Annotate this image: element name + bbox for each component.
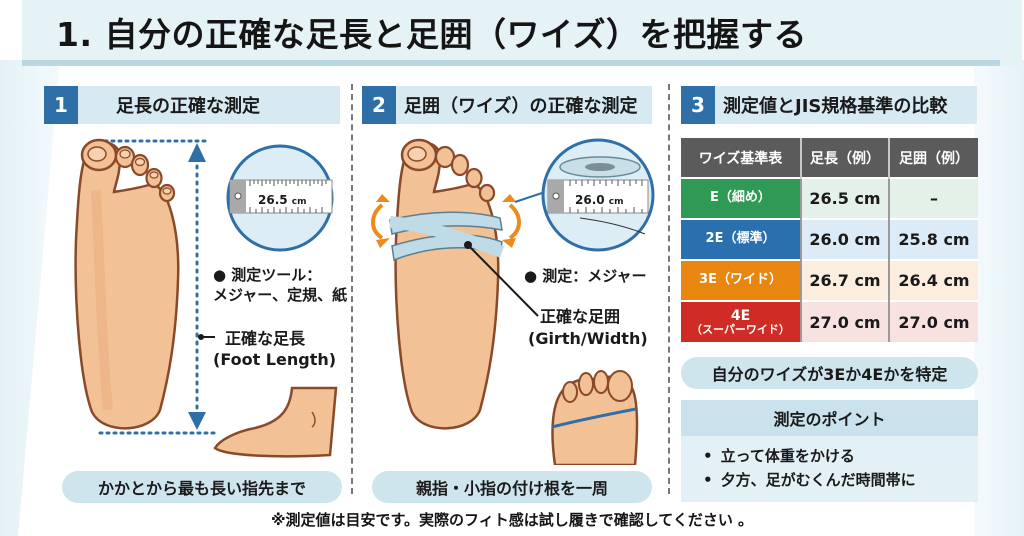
section-2-callout-english: (Girth/Width) bbox=[528, 329, 648, 348]
length-value: 26.5 cm bbox=[801, 177, 890, 219]
section-2-callout-girth: 正確な足囲 bbox=[540, 307, 621, 326]
table-header-width: ワイズ基準表 bbox=[681, 138, 802, 178]
section-1-number: 1 bbox=[44, 86, 78, 124]
girth-value: – bbox=[889, 177, 978, 219]
section-3-title: 測定値とJIS規格基準の比較 bbox=[723, 96, 948, 117]
footnote: ※測定値は目安です。実際のフィト感は試し履きで確認してください 。 bbox=[270, 511, 754, 529]
table-header-girth: 足囲（例） bbox=[889, 138, 978, 178]
points-list: 立って体重をかける 夕方、足がむくんだ時間帯に bbox=[681, 436, 978, 492]
page-title: 1. 自分の正確な足長と足囲（ワイズ）を把握する bbox=[56, 15, 807, 54]
section-1-callout-foot-length: 正確な足長 bbox=[225, 329, 306, 348]
section-3-header: 3 測定値とJIS規格基準の比較 bbox=[681, 86, 977, 124]
length-value: 26.7 cm bbox=[801, 259, 890, 301]
identify-width-pill: 自分のワイズが3Eか4Eかを特定 bbox=[681, 357, 978, 389]
section-1-callout-english: (Foot Length) bbox=[213, 350, 337, 369]
table-row: 2E（標準） 26.0 cm 25.8 cm bbox=[681, 218, 978, 260]
section-2-number: 2 bbox=[362, 86, 396, 124]
width-standard-table: ワイズ基準表 足長（例） 足囲（例） E（細め） 26.5 cm – 2E（標準… bbox=[681, 138, 978, 342]
length-value: 27.0 cm bbox=[801, 300, 890, 342]
section-1-caption-pill: かかとから最も長い指先まで bbox=[62, 471, 342, 503]
section-1-title: 足長の正確な測定 bbox=[116, 96, 260, 117]
foot-girth-illustration bbox=[371, 138, 655, 465]
foot-length-illustration bbox=[74, 138, 338, 458]
title-underline bbox=[22, 60, 1000, 66]
section-2-title: 足囲（ワイズ）の正確な測定 bbox=[404, 96, 638, 117]
list-item: 立って体重をかける bbox=[703, 444, 978, 468]
width-label-4e: 4E （スーパーワイド） bbox=[681, 300, 802, 342]
list-item: 夕方、足がむくんだ時間帯に bbox=[703, 468, 978, 492]
width-label-3e: 3E（ワイド） bbox=[681, 259, 802, 301]
background-accent-right bbox=[974, 60, 1024, 536]
section-1-header: 1 足長の正確な測定 bbox=[44, 86, 340, 124]
measurement-points-box: 測定のポイント 立って体重をかける 夕方、足がむくんだ時間帯に bbox=[681, 400, 978, 502]
section-2-tool-label: ● 測定：メジャー bbox=[524, 267, 647, 285]
width-label-e: E（細め） bbox=[681, 177, 802, 219]
section-3-number: 3 bbox=[681, 86, 715, 124]
girth-value: 27.0 cm bbox=[889, 300, 978, 342]
table-row: E（細め） 26.5 cm – bbox=[681, 177, 978, 219]
length-value: 26.0 cm bbox=[801, 218, 890, 260]
title-bar bbox=[22, 0, 1022, 66]
width-label-2e: 2E（標準） bbox=[681, 218, 802, 260]
girth-value: 25.8 cm bbox=[889, 218, 978, 260]
girth-value: 26.4 cm bbox=[889, 259, 978, 301]
table-header-row: ワイズ基準表 足長（例） 足囲（例） bbox=[681, 138, 978, 178]
table-row: 3E（ワイド） 26.7 cm 26.4 cm bbox=[681, 259, 978, 301]
section-2-header: 2 足囲（ワイズ）の正確な測定 bbox=[362, 86, 652, 124]
section-divider-1 bbox=[351, 84, 353, 494]
section-1-tool-label: ● 測定ツール： メジャー、定規、紙 bbox=[213, 266, 348, 305]
section-1-gauge-reading: 26.5 cm bbox=[258, 193, 307, 207]
section-2-gauge-reading: 26.0 cm bbox=[575, 193, 624, 207]
table-header-length: 足長（例） bbox=[801, 138, 890, 178]
section-2-caption-pill: 親指・小指の付け根を一周 bbox=[372, 471, 652, 503]
section-divider-2 bbox=[668, 84, 670, 494]
table-row: 4E （スーパーワイド） 27.0 cm 27.0 cm bbox=[681, 300, 978, 342]
points-heading: 測定のポイント bbox=[681, 400, 978, 436]
